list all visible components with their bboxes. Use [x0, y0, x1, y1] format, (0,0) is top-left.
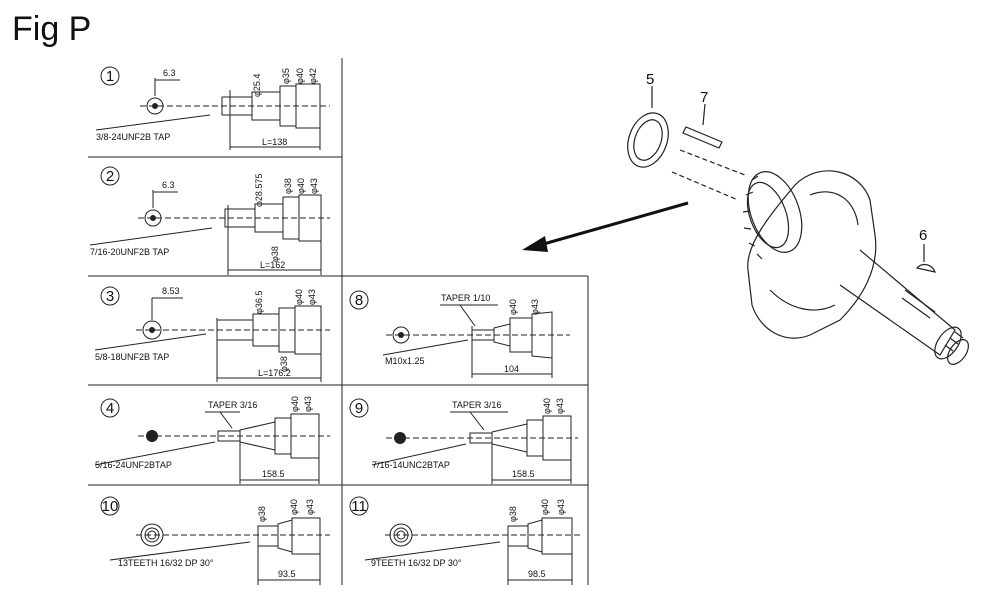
offset-label: 6.3 [163, 68, 176, 78]
shaft-profile [257, 517, 321, 555]
diameter-label: φ43 [555, 398, 565, 414]
diameter-label: φ36.5 [254, 291, 264, 314]
thread-label: 9TEETH 16/32 DP 30° [371, 558, 462, 568]
panel-number: 2 [106, 168, 114, 185]
shaft-profile [221, 83, 321, 129]
panel-number-circle [349, 496, 369, 516]
thread-label: 13TEETH 16/32 DP 30° [118, 558, 214, 568]
panel-number: 1 [106, 68, 114, 85]
panel-number: 3 [106, 288, 114, 305]
thread-label: 5/8-18UNF2B TAP [95, 352, 169, 362]
crank-web [747, 170, 877, 339]
offset-label: 6.3 [162, 180, 175, 190]
key-part-7 [682, 126, 723, 149]
diameter-label: φ43 [307, 289, 317, 305]
panel-2: 2 6.3 L=162 7/16-20UNF2B TAP φ28.575 φ38… [89, 166, 330, 275]
length-label: 104 [504, 364, 519, 374]
diameter-label: φ43 [303, 396, 313, 412]
panel-number-circle [100, 166, 120, 186]
panel-number: 11 [351, 498, 367, 515]
thread-label: M10x1.25 [385, 356, 425, 366]
panel-number-circle [100, 286, 120, 306]
diameter-label: φ38 [270, 246, 280, 262]
length-label: 158.5 [512, 469, 535, 479]
offset-label: 8.53 [162, 286, 180, 296]
panel-number: 4 [106, 400, 114, 417]
shaft-profile [216, 305, 322, 355]
diameter-label: φ40 [290, 396, 300, 412]
diameter-label: φ35 [281, 68, 291, 84]
panel-8: 8 104 TAPER 1/10 M10x1.25 φ40 φ43 [349, 290, 570, 378]
panel-4: 4 158.5 TAPER 3/16 5/16-24UNF2BTAP φ40 φ… [94, 396, 330, 484]
diameter-label: φ43 [556, 499, 566, 515]
length-label: 158.5 [262, 469, 285, 479]
length-label: L=162 [260, 260, 285, 270]
thread-label: 7/16-20UNF2B TAP [90, 247, 169, 257]
taper-label: TAPER 3/16 [452, 400, 501, 410]
panel-11: 11 98.5 9TEETH 16/32 DP 30° φ38 φ40 φ43 [349, 496, 580, 585]
shaft-profile [507, 517, 573, 555]
panel-number: 10 [102, 498, 119, 515]
diameter-label: φ40 [296, 178, 306, 194]
diameter-label: φ40 [508, 299, 518, 315]
shaft-end-view [142, 320, 162, 340]
figure-title: Fig P [12, 10, 92, 48]
panel-number-circle [100, 398, 120, 418]
callout-6: 6 [919, 227, 927, 244]
crankshaft-illustration [627, 86, 969, 365]
shaft-profile [224, 194, 322, 242]
panel-10: 10 93.5 13TEETH 16/32 DP 30° φ38 φ40 φ43 [100, 496, 330, 585]
panel-number-circle [100, 66, 120, 86]
pointer-arrow [522, 201, 689, 252]
panel-number-circle [349, 290, 369, 310]
callout-5: 5 [646, 71, 654, 88]
crank-gear [742, 171, 803, 260]
length-label: L=176.2 [258, 368, 291, 378]
length-label: L=138 [262, 137, 287, 147]
panel-number-circle [100, 496, 120, 516]
diameter-label: φ38 [257, 506, 267, 522]
panel-number-circle [349, 398, 369, 418]
thread-label: 7/16-14UNC2BTAP [372, 460, 450, 470]
diameter-label: φ43 [309, 178, 319, 194]
panel-grid [88, 58, 589, 585]
washer-part-5 [627, 112, 669, 168]
panel-number: 9 [355, 400, 363, 417]
diameter-label: φ40 [289, 499, 299, 515]
diameter-label: φ42 [308, 68, 318, 84]
diameter-label: φ38 [283, 178, 293, 194]
panel-1: 1 6.3 L=138 3/8-24UNF2B TAP φ25.4 φ35 φ4… [95, 66, 330, 150]
diameter-label: φ28.575 [254, 174, 264, 207]
thread-label: 3/8-24UNF2B TAP [96, 132, 170, 142]
length-label: 98.5 [528, 569, 546, 579]
diameter-label: φ38 [508, 506, 518, 522]
taper-label: TAPER 1/10 [441, 293, 490, 303]
thread-label: 5/16-24UNF2BTAP [95, 460, 172, 470]
diameter-label: φ40 [294, 289, 304, 305]
panel-number: 8 [355, 292, 363, 309]
diameter-label: φ38 [279, 356, 289, 372]
woodruff-key-part-6 [915, 263, 936, 273]
panel-9: 9 158.5 TAPER 3/16 7/16-14UNC2BTAP φ40 φ… [349, 398, 578, 484]
diameter-label: φ40 [542, 398, 552, 414]
rear-shaft [839, 249, 969, 365]
taper-label: TAPER 3/16 [208, 400, 257, 410]
diameter-label: φ40 [540, 499, 550, 515]
diameter-label: φ43 [305, 499, 315, 515]
length-label: 93.5 [278, 569, 296, 579]
diameter-label: φ43 [530, 299, 540, 315]
diameter-label: φ25.4 [252, 74, 262, 97]
callout-7: 7 [700, 89, 708, 106]
diameter-label: φ40 [295, 68, 305, 84]
panel-3: 3 8.53 L=176.2 5/8-18UNF2B TAP φ36.5 φ40… [94, 286, 330, 382]
